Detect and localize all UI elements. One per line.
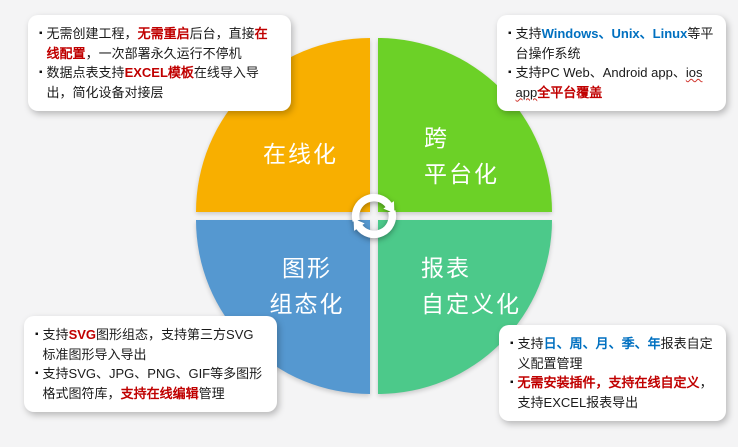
quadrant-label-line: 图形 [282,255,332,281]
quadrant-label-line: 平台化 [424,161,499,187]
list-item: ▪ 支持SVG、JPG、PNG、GIF等多图形格式图符库，支持在线编辑管理 [35,364,266,403]
list-item: ▪ 支持PC Web、Android app、ios app全平台覆盖 [508,63,715,102]
bullet-icon: ▪ [35,368,39,379]
bullet-icon: ▪ [510,338,514,349]
list-item: ▪ 无需创建工程，无需重启后台，直接在线配置，一次部署永久运行不停机 [39,24,280,63]
bullet-text: 支持日、周、月、季、年报表自定义配置管理 [517,336,713,371]
bullet-icon: ▪ [508,67,512,78]
bullet-text: 无需创建工程，无需重启后台，直接在线配置，一次部署永久运行不停机 [46,26,268,61]
list-item: ▪ 支持SVG图形组态，支持第三方SVG标准图形导入导出 [35,325,266,364]
quadrant-label-line: 跨 [424,125,449,151]
quadrant-label-graphic: 图形 组态化 [266,250,348,322]
cycle-arrows-icon [351,193,397,239]
callout-cross-platform: ▪ 支持Windows、Unix、Linux等平台操作系统 ▪ 支持PC Web… [497,15,726,111]
quadrant-label-online: 在线化 [263,136,338,172]
callout-online: ▪ 无需创建工程，无需重启后台，直接在线配置，一次部署永久运行不停机 ▪ 数据点… [28,15,291,111]
bullet-text: 支持SVG、JPG、PNG、GIF等多图形格式图符库，支持在线编辑管理 [42,366,263,401]
list-item: ▪ 支持日、周、月、季、年报表自定义配置管理 [510,334,715,373]
bullet-icon: ▪ [39,67,43,78]
bullet-text: 支持PC Web、Android app、ios app全平台覆盖 [515,65,703,100]
quadrant-label-line: 自定义化 [421,291,521,317]
quadrant-label-cross-platform: 跨 平台化 [424,120,499,192]
bullet-icon: ▪ [35,329,39,340]
list-item: ▪ 数据点表支持EXCEL模板在线导入导出，简化设备对接层 [39,63,280,102]
bullet-text: 数据点表支持EXCEL模板在线导入导出，简化设备对接层 [46,65,259,100]
quadrant-label-report: 报表 自定义化 [421,250,521,322]
quadrant-label-line: 组态化 [269,291,345,317]
bullet-text: 支持SVG图形组态，支持第三方SVG标准图形导入导出 [42,327,254,362]
callout-report: ▪ 支持日、周、月、季、年报表自定义配置管理 ▪ 无需安装插件，支持在线自定义，… [499,325,726,421]
bullet-text: 支持Windows、Unix、Linux等平台操作系统 [515,26,714,61]
bullet-icon: ▪ [39,28,43,39]
bullet-icon: ▪ [508,28,512,39]
bullet-text: 无需安装插件，支持在线自定义，支持EXCEL报表导出 [517,375,713,410]
quadrant-label-text: 在线化 [263,141,338,167]
bullet-icon: ▪ [510,377,514,388]
list-item: ▪ 支持Windows、Unix、Linux等平台操作系统 [508,24,715,63]
list-item: ▪ 无需安装插件，支持在线自定义，支持EXCEL报表导出 [510,373,715,412]
quadrant-label-line: 报表 [421,255,471,281]
callout-graphic: ▪ 支持SVG图形组态，支持第三方SVG标准图形导入导出 ▪ 支持SVG、JPG… [24,316,277,412]
